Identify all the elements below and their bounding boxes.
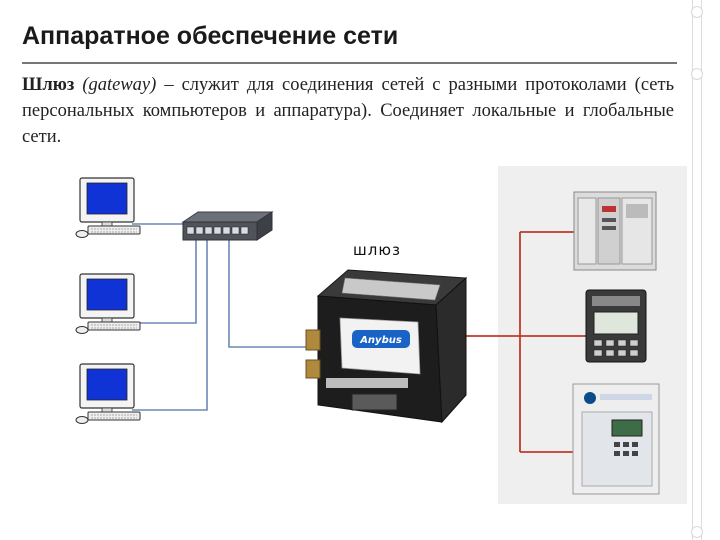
paragraph-line2: протоколами (сеть персональных компьютер…	[22, 75, 675, 121]
svg-text:Anybus: Anybus	[359, 335, 402, 346]
operator-panel-icon	[585, 289, 647, 363]
title-divider	[22, 62, 677, 64]
lan-cables	[132, 223, 306, 411]
term-gateway-en: (gateway)	[82, 75, 157, 95]
plc-controller-icon	[573, 191, 657, 271]
border-dot	[691, 526, 703, 538]
computer-icon	[75, 177, 141, 239]
slide-paragraph: Шлюз (gateway) – служит для соединения с…	[22, 72, 674, 150]
gateway-device-icon: Anybus	[305, 269, 468, 424]
term-gateway: Шлюз	[22, 75, 75, 95]
paragraph-line3: Соединяет локальные и глобальные сети.	[22, 101, 674, 147]
slide-title: Аппаратное обеспечение сети	[22, 22, 399, 50]
fieldbus-cables	[466, 231, 590, 453]
gateway-label: шлюз	[353, 241, 401, 259]
paragraph-line1: – служит для соединения сетей с разными	[156, 75, 518, 95]
drive-cabinet-icon	[572, 383, 660, 495]
network-switch-icon	[181, 211, 274, 241]
border-dot	[691, 68, 703, 80]
computer-icon	[75, 363, 141, 425]
computer-icon	[75, 273, 141, 335]
slide-border	[692, 0, 702, 540]
border-dot	[691, 6, 703, 18]
